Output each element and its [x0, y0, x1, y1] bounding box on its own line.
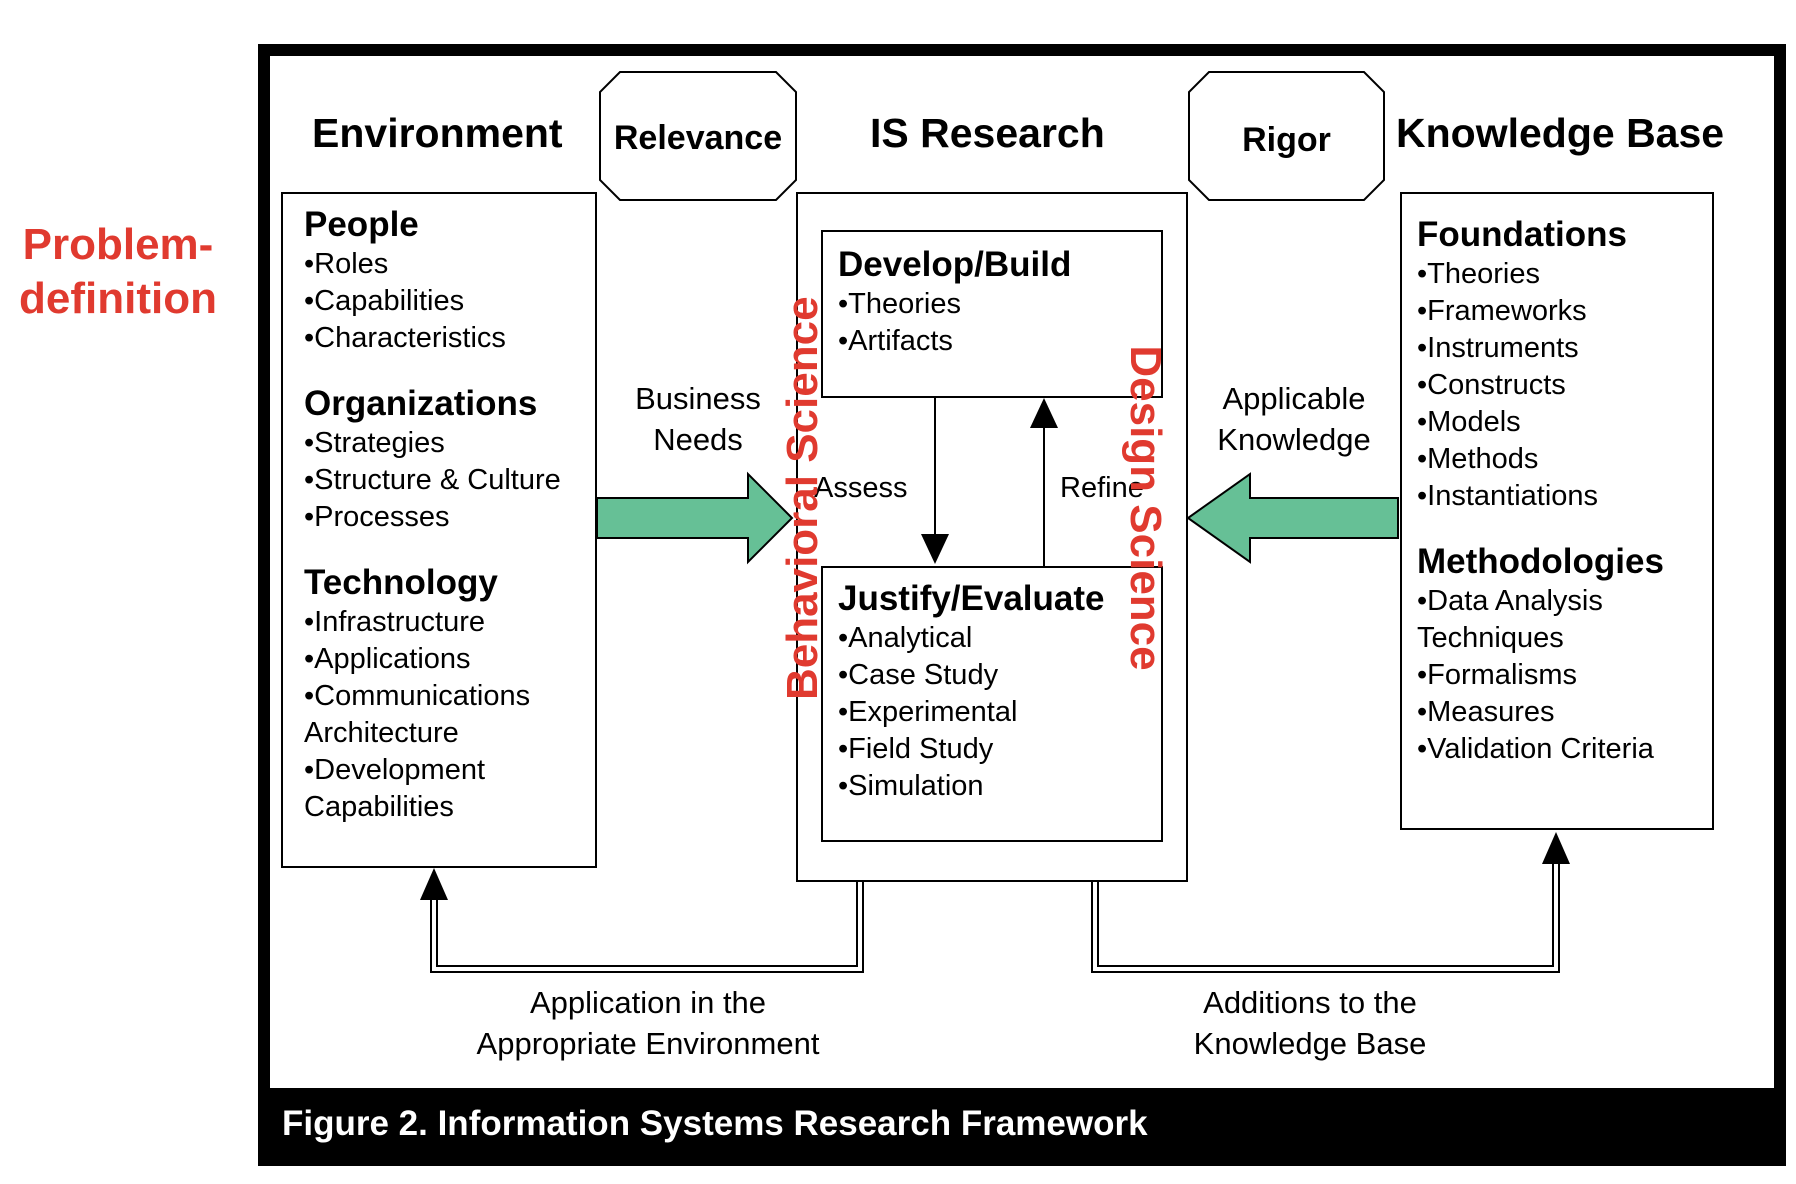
relevance-label: Relevance: [613, 119, 783, 157]
applicable-knowledge-label: Applicable Knowledge: [1190, 378, 1398, 460]
environment-heading: Environment: [312, 110, 563, 156]
applicable-knowledge-line-2: Knowledge: [1217, 422, 1371, 457]
additions-line-2: Knowledge Base: [1193, 1026, 1427, 1061]
relevance-badge-shape: [599, 71, 797, 201]
assess-arrow: [921, 398, 949, 564]
application-arrowhead: [420, 868, 448, 900]
applicable-knowledge-arrow: [1186, 472, 1399, 564]
foundations-heading: Foundations: [1417, 215, 1627, 254]
business-needs-line-2: Needs: [653, 422, 743, 457]
knowledge-base-list: Foundations •Theories •Frameworks •Instr…: [1417, 214, 1707, 768]
application-line-1: Application in the: [529, 985, 767, 1020]
list-item: •Roles: [304, 248, 389, 280]
is-research-heading: IS Research: [870, 110, 1105, 156]
application-line-2: Appropriate Environment: [476, 1026, 820, 1061]
list-item: •Capabilities: [304, 285, 465, 317]
application-label: Application in the Appropriate Environme…: [432, 982, 864, 1064]
additions-arrowhead: [1542, 832, 1570, 864]
list-item: •Case Study: [838, 659, 999, 691]
annotation-line-2: definition: [19, 274, 217, 323]
list-item: •Models: [1417, 406, 1521, 438]
additions-feedback-line: [1091, 862, 1560, 973]
annotation-line-1: Problem-: [22, 220, 214, 269]
environment-box: [281, 192, 597, 868]
business-needs-label: Business Needs: [598, 378, 798, 460]
list-item: •Theories: [1417, 258, 1540, 290]
list-item: •Communications: [304, 680, 531, 712]
behavioral-science-overlay: Behavioral Science: [778, 296, 827, 700]
additions-line-1: Additions to the: [1203, 985, 1417, 1020]
people-heading: People: [304, 205, 419, 244]
methodologies-heading: Methodologies: [1417, 542, 1664, 581]
list-item: Capabilities: [304, 791, 454, 823]
list-item: •Instantiations: [1417, 480, 1599, 512]
business-needs-line-1: Business: [635, 381, 761, 416]
list-item: •Field Study: [838, 733, 994, 765]
list-item: •Experimental: [838, 696, 1018, 728]
justify-evaluate-list: Justify/Evaluate •Analytical •Case Study…: [838, 578, 1158, 805]
knowledge-base-heading: Knowledge Base: [1396, 110, 1725, 156]
list-item: Techniques: [1417, 622, 1564, 654]
list-item: •Frameworks: [1417, 295, 1587, 327]
list-item: •Formalisms: [1417, 659, 1577, 691]
applicable-knowledge-line-1: Applicable: [1222, 381, 1366, 416]
list-item: •Methods: [1417, 443, 1539, 475]
develop-build-box: [821, 230, 1163, 398]
list-item: •Processes: [304, 501, 450, 533]
list-item: •Constructs: [1417, 369, 1566, 401]
list-item: •Applications: [304, 643, 471, 675]
list-item: •Artifacts: [838, 325, 953, 357]
refine-label: Refine: [1060, 472, 1144, 504]
problem-definition-annotation: Problem- definition: [0, 218, 236, 326]
rigor-label: Rigor: [1242, 121, 1331, 159]
list-item: •Infrastructure: [304, 606, 485, 638]
technology-heading: Technology: [304, 563, 498, 602]
list-item: •Measures: [1417, 696, 1555, 728]
develop-build-heading: Develop/Build: [838, 245, 1072, 284]
justify-evaluate-heading: Justify/Evaluate: [838, 579, 1105, 618]
develop-build-list: Develop/Build •Theories •Artifacts: [838, 244, 1158, 360]
list-item: •Data Analysis: [1417, 585, 1603, 617]
list-item: •Theories: [838, 288, 961, 320]
list-item: •Analytical: [838, 622, 973, 654]
justify-evaluate-box: [821, 566, 1163, 842]
environment-list: People •Roles •Capabilities •Characteris…: [304, 204, 594, 826]
organizations-heading: Organizations: [304, 384, 538, 423]
list-item: •Validation Criteria: [1417, 733, 1654, 765]
list-item: •Simulation: [838, 770, 984, 802]
design-science-overlay: Design Science: [1121, 345, 1170, 671]
application-feedback-line: [430, 882, 864, 973]
list-item: Architecture: [304, 717, 459, 749]
list-item: •Strategies: [304, 427, 445, 459]
list-item: •Structure & Culture: [304, 464, 561, 496]
knowledge-base-box: [1400, 192, 1714, 830]
list-item: •Development: [304, 754, 486, 786]
additions-label: Additions to the Knowledge Base: [1094, 982, 1526, 1064]
list-item: •Characteristics: [304, 322, 506, 354]
list-item: •Instruments: [1417, 332, 1579, 364]
rigor-badge-shape: [1188, 71, 1385, 201]
business-needs-arrow: [596, 471, 794, 565]
refine-arrow: [1030, 398, 1058, 566]
assess-label: Assess: [814, 472, 908, 504]
figure-caption: Figure 2. Information Systems Research F…: [282, 1104, 1148, 1143]
